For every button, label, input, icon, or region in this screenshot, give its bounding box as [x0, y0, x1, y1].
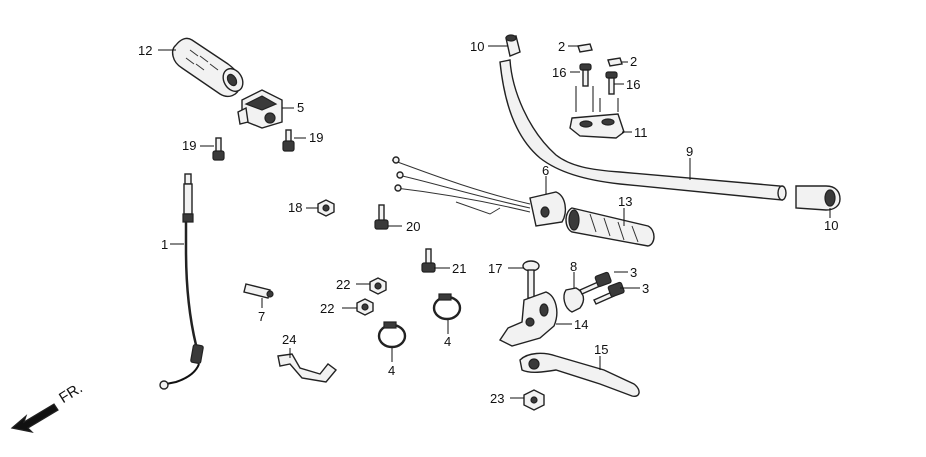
front-direction-label: FR.	[56, 380, 86, 407]
callout-16-left: 16	[552, 65, 566, 80]
part-3-bolt-upper	[579, 271, 612, 295]
part-9-handlebar	[499, 59, 787, 201]
callout-labels: 12 5 19 19 18 20 1 7 24 22 22 21 4 4 10 …	[56, 39, 838, 407]
callout-4-right: 4	[444, 334, 451, 349]
part-22-nut-upper	[369, 277, 387, 295]
callout-9: 9	[686, 144, 693, 159]
part-20-bolt	[374, 204, 389, 230]
part-21-bolt	[421, 248, 436, 273]
callout-2-left: 2	[558, 39, 565, 54]
part-17-pivot-bolt	[522, 260, 540, 299]
part-23-nut	[523, 389, 545, 411]
callout-6: 6	[542, 163, 549, 178]
callout-8: 8	[570, 259, 577, 274]
front-direction-arrow	[10, 403, 59, 433]
part-12-left-grip	[171, 37, 244, 98]
part-19-bolt-left	[212, 137, 225, 161]
part-22-nut-lower	[356, 298, 374, 316]
callout-20: 20	[406, 219, 420, 234]
part-13-right-grip	[565, 207, 655, 247]
part-16-bolt-left	[575, 63, 594, 112]
callout-14: 14	[574, 317, 588, 332]
callout-19-right: 19	[309, 130, 323, 145]
callout-4-left: 4	[388, 363, 395, 378]
part-7-cable-holder	[243, 283, 274, 299]
part-11-handlebar-holder	[569, 113, 625, 139]
part-4-clamp-right	[432, 293, 462, 321]
callout-10-right: 10	[824, 218, 838, 233]
part-5-switch-housing	[237, 89, 283, 129]
part-24-bracket	[277, 353, 338, 383]
callout-7: 7	[258, 309, 265, 324]
part-18-nut	[317, 199, 335, 217]
part-2-cap-right	[607, 57, 623, 67]
callout-11: 11	[634, 125, 648, 140]
callout-23: 23	[490, 391, 504, 406]
part-19-bolt-right	[282, 129, 295, 152]
part-15-lever	[519, 352, 640, 398]
callout-3-lower: 3	[642, 281, 649, 296]
callout-12: 12	[138, 43, 152, 58]
leader-lines	[158, 45, 831, 399]
callout-22-upper: 22	[336, 277, 350, 292]
part-6-throttle-housing	[391, 156, 567, 227]
callout-15: 15	[594, 342, 608, 357]
part-10-bar-end-right	[795, 185, 841, 211]
part-14-lever-bracket	[498, 291, 558, 347]
part-1-cable	[159, 173, 204, 390]
callout-3-upper: 3	[630, 265, 637, 280]
part-2-cap-left	[577, 43, 593, 53]
part-4-clamp-left	[377, 321, 407, 349]
callout-5: 5	[297, 100, 304, 115]
part-16-bolt-right	[599, 71, 619, 112]
callout-19-left: 19	[182, 138, 196, 153]
part-3-bolt-lower	[593, 281, 625, 305]
callout-13: 13	[618, 194, 632, 209]
part-10-bar-end-top	[505, 34, 521, 57]
callout-17: 17	[488, 261, 502, 276]
callout-21: 21	[452, 261, 466, 276]
callout-1: 1	[161, 237, 168, 252]
callout-18: 18	[288, 200, 302, 215]
callout-22-lower: 22	[320, 301, 334, 316]
callout-2-right: 2	[630, 54, 637, 69]
callout-16-right: 16	[626, 77, 640, 92]
callout-24: 24	[282, 332, 296, 347]
callout-10-top: 10	[470, 39, 484, 54]
